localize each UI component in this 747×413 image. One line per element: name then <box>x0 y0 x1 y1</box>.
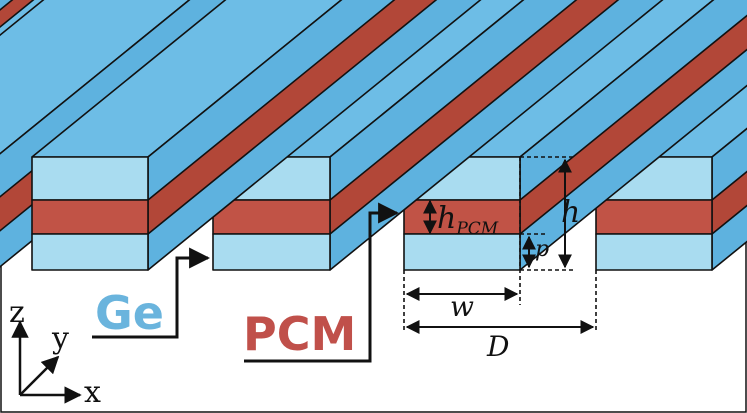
ridge-front-ge-lower <box>31 233 149 271</box>
ge-label: Ge <box>95 286 164 340</box>
y-axis-arrow <box>19 355 60 396</box>
dimension-annotations: hPCM h p w D <box>403 156 597 363</box>
axes-triad: z y x <box>9 295 101 410</box>
ge-callout-line <box>92 247 211 339</box>
pcm-label: PCM <box>243 307 356 361</box>
x-axis-label: x <box>84 375 101 410</box>
ridges-group <box>0 0 747 271</box>
z-axis-label: z <box>9 295 25 330</box>
p-label: p <box>535 237 549 262</box>
pcm-callout-line <box>244 202 400 363</box>
d-label: D <box>486 330 509 363</box>
ridge-front-ge-lower <box>403 233 521 271</box>
ridge-front-pcm <box>31 199 149 235</box>
ridge-front-ge-lower <box>212 233 331 271</box>
hpcm-label: hPCM <box>437 201 499 239</box>
y-axis-label: y <box>51 321 69 356</box>
w-label: w <box>450 290 474 323</box>
ridge-front-pcm <box>212 199 331 235</box>
ridge-front-ge-upper <box>31 156 149 201</box>
ridge-front-pcm <box>595 199 713 235</box>
h-label: h <box>561 195 580 230</box>
material-callouts: Ge PCM <box>92 202 400 363</box>
ridge-front-ge-lower <box>595 233 713 271</box>
